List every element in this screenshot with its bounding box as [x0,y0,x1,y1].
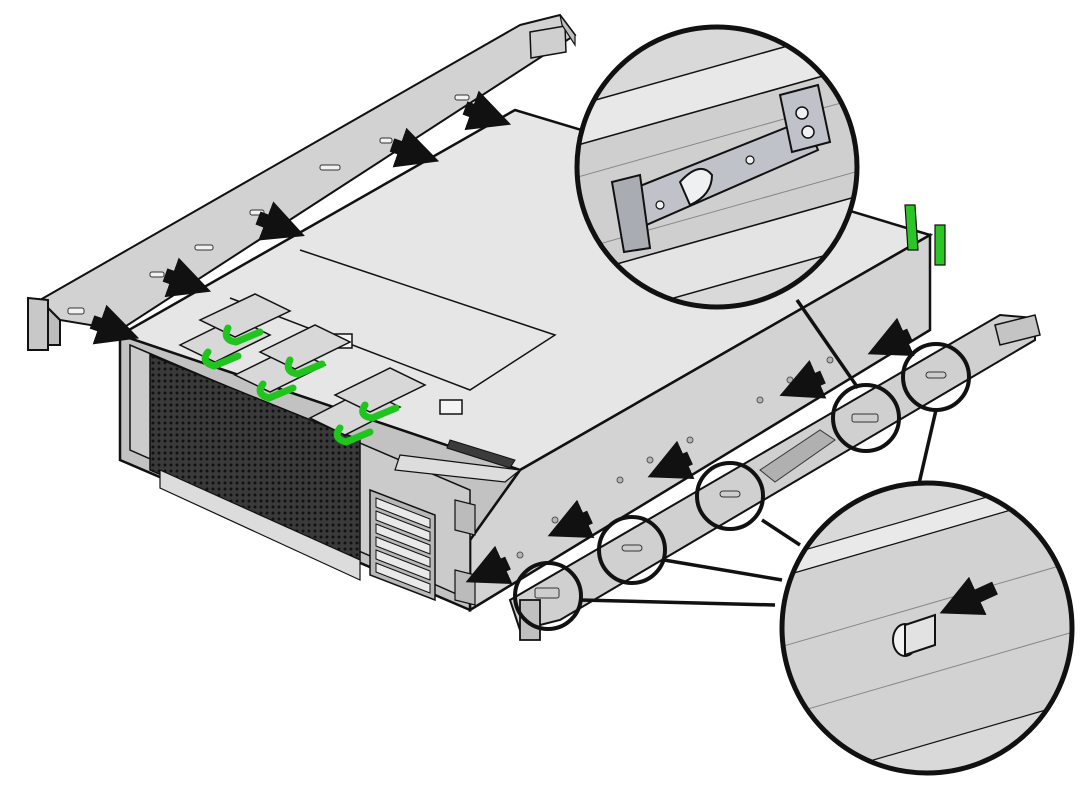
drive-handle-icon [178,293,427,446]
arrow-icon [465,317,915,585]
arrow-icon [939,576,998,615]
rail-lock-icon [610,83,832,254]
mounting-pin-detail [779,480,1075,776]
mounting-pin-icon [892,613,936,657]
left-slide-rail [27,13,577,351]
rail-lock-detail [574,24,860,310]
arrow-icon [89,90,512,345]
right-slide-rail [508,313,1041,641]
cover-latch [439,399,463,415]
